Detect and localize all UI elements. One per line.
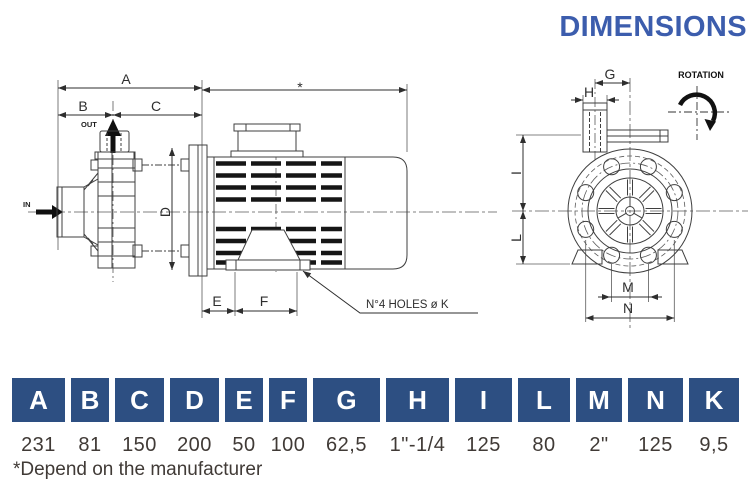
table-header-cell: I: [455, 378, 512, 422]
dim-f-label: F: [260, 293, 269, 309]
table-column: B 81: [71, 378, 109, 457]
table-column: K 9,5: [689, 378, 739, 457]
table-value-cell: 200: [177, 434, 212, 456]
radial-ribs: [598, 179, 662, 243]
dim-d-label: D: [157, 207, 173, 217]
dim-e-label: E: [212, 293, 221, 309]
table-column: G 62,5: [313, 378, 380, 457]
table-value-cell: 50: [232, 434, 256, 456]
pump-technical-drawing: A * B C D E F OUT IN: [23, 66, 748, 330]
table-column: L 80: [518, 378, 570, 457]
table-header-cell: L: [518, 378, 570, 422]
table-value-cell: 9,5: [699, 434, 729, 456]
motor: [206, 123, 408, 270]
table-header-cell: G: [313, 378, 380, 422]
table-header-cell: A: [12, 378, 65, 422]
table-value-cell: 62,5: [326, 434, 367, 456]
rotation-arrow-icon: [677, 92, 718, 122]
mounting-foot: [225, 259, 311, 271]
table-header-cell: H: [386, 378, 449, 422]
table-column: I 125: [455, 378, 512, 457]
table-column: C 150: [115, 378, 164, 457]
table-value-cell: 231: [21, 434, 56, 456]
table-column: N 125: [628, 378, 683, 457]
dim-i-label: I: [508, 171, 524, 175]
page-title: DIMENSIONS: [559, 11, 747, 43]
table-column: H 1"-1/4: [386, 378, 449, 457]
dim-a-label: A: [121, 71, 131, 87]
pump-head: [56, 130, 143, 269]
table-column: D 200: [170, 378, 219, 457]
in-flow-arrow: [36, 205, 63, 219]
front-feet: [571, 249, 689, 265]
table-column: F 100: [269, 378, 307, 457]
table-header-cell: F: [269, 378, 307, 422]
dimension-table: A 231 B 81 C 150 D 200 E 50 F 100 G 62,5…: [12, 378, 739, 457]
in-label: IN: [23, 200, 31, 209]
table-value-cell: 1"-1/4: [389, 434, 446, 456]
out-label: OUT: [81, 120, 97, 129]
table-header-cell: M: [576, 378, 622, 422]
bolt-holes: [577, 158, 683, 264]
table-value-cell: 81: [78, 434, 102, 456]
discharge-pipe: [582, 102, 669, 153]
footnote: *Depend on the manufacturer: [13, 459, 263, 480]
table-value-cell: 125: [466, 434, 501, 456]
hub-spokes: [618, 197, 642, 219]
dim-n-label: N: [623, 300, 633, 316]
table-column: M 2": [576, 378, 622, 457]
casing-front: [567, 148, 693, 274]
front-dimension-lines: [520, 80, 675, 321]
table-header-cell: N: [628, 378, 683, 422]
table-column: E 50: [225, 378, 263, 457]
side-dimension-lines: [58, 85, 407, 314]
rotation-symbol: [668, 86, 729, 140]
holes-note: N°4 HOLES ø K: [366, 299, 449, 311]
table-header-cell: B: [71, 378, 109, 422]
dim-m-label: M: [622, 279, 634, 295]
table-value-cell: 100: [270, 434, 306, 456]
side-extension-lines: [28, 80, 497, 318]
table-value-cell: 2": [589, 434, 609, 456]
rotation-label: ROTATION: [678, 70, 724, 80]
dim-b-label: B: [78, 98, 87, 114]
leader-arrow: [303, 271, 312, 279]
dim-c-label: C: [151, 98, 161, 114]
table-header-cell: C: [115, 378, 164, 422]
holes-note-leader: [302, 270, 478, 314]
table-header-cell: E: [225, 378, 263, 422]
side-view: A * B C D E F OUT IN: [23, 71, 497, 318]
dim-l-label: L: [508, 234, 524, 242]
fan-cover: [344, 156, 408, 270]
table-header-cell: K: [689, 378, 739, 422]
table-value-cell: 125: [638, 434, 673, 456]
terminal-box: [230, 123, 304, 158]
table-column: A 231: [12, 378, 65, 457]
dim-asterisk-label: *: [297, 79, 303, 95]
table-value-cell: 80: [532, 434, 556, 456]
dim-g-label: G: [605, 66, 616, 82]
table-header-cell: D: [170, 378, 219, 422]
out-flow-arrow: [105, 119, 121, 153]
lantern-flange: [142, 144, 208, 277]
front-view: G H I L M N ROTATION: [508, 66, 748, 330]
table-value-cell: 150: [122, 434, 157, 456]
dim-h-label: H: [584, 84, 594, 100]
